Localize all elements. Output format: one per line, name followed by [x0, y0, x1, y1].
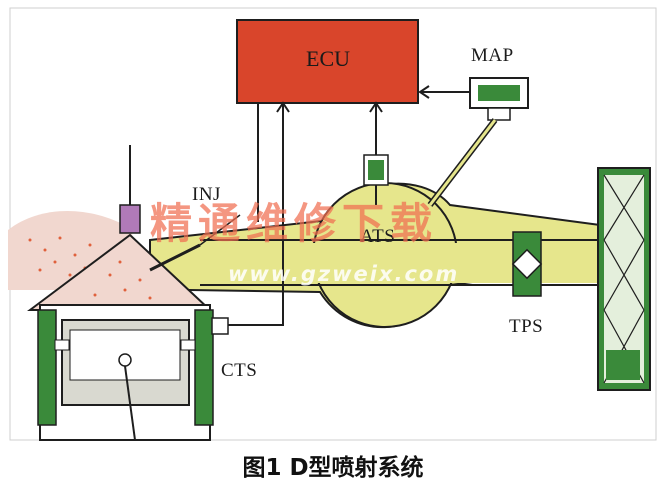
watermark-text: 精通维修下载 [150, 199, 439, 248]
arrow-ats [369, 101, 383, 113]
ecu-label: ECU [306, 46, 350, 71]
ring-right [180, 339, 196, 351]
ats-element [368, 160, 384, 180]
inj-label: INJ [192, 184, 221, 205]
coolant-jacket-right [194, 309, 214, 426]
ats-label: ATS [360, 226, 396, 247]
figure-caption: 图1 D型喷射系统 [242, 455, 424, 481]
throttle-plate [511, 248, 543, 280]
connecting-rod [124, 365, 136, 441]
map-port [487, 107, 511, 121]
arrow-cts [276, 101, 290, 113]
injector-body [149, 243, 201, 272]
cts-sensor [211, 317, 229, 335]
map-label: MAP [471, 45, 514, 66]
spark-plug [119, 204, 141, 234]
map-hose-inner [428, 119, 497, 206]
ring-left [54, 339, 70, 351]
air-filter-media [604, 175, 644, 383]
arrow-map [418, 85, 430, 99]
coolant-jacket-left [37, 309, 57, 426]
wire-cts [225, 103, 284, 326]
map-element [478, 85, 520, 101]
tps-label: TPS [509, 316, 544, 337]
air-filter-pleats [603, 174, 645, 384]
watermark-url: www.gzweix.com [228, 262, 460, 286]
ecu-box [236, 19, 419, 104]
piston-pin [118, 353, 132, 367]
cts-label: CTS [221, 360, 258, 381]
injector-lead [199, 214, 241, 246]
air-filter-base [606, 350, 640, 380]
